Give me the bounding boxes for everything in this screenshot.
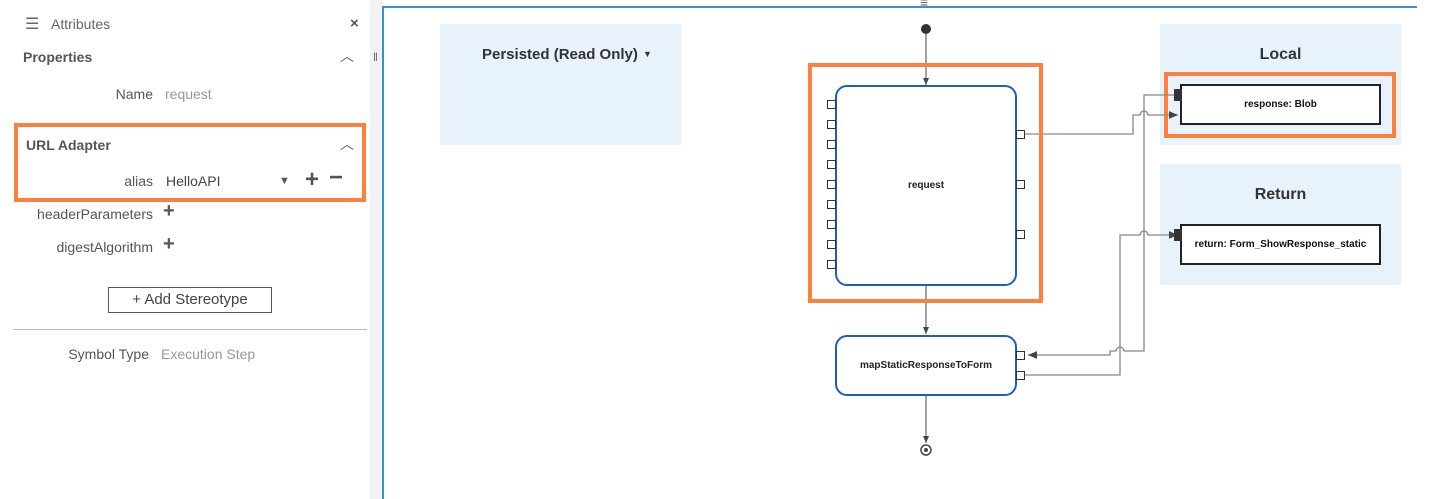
response-object[interactable]: response: Blob xyxy=(1180,84,1381,125)
port[interactable] xyxy=(827,100,836,109)
alias-label: alias xyxy=(124,173,153,189)
symbol-type-value: Execution Step xyxy=(161,346,256,362)
header-parameters-label: headerParameters xyxy=(37,206,153,222)
port[interactable] xyxy=(1016,180,1025,189)
port[interactable] xyxy=(827,260,836,269)
divider xyxy=(13,329,367,330)
add-icon[interactable]: + xyxy=(163,233,175,255)
end-node xyxy=(920,444,932,456)
chevron-up-icon[interactable]: ︿ xyxy=(340,48,354,64)
remove-icon[interactable]: − xyxy=(329,164,344,191)
canvas-top-border xyxy=(382,6,1417,8)
dropdown-arrow-icon[interactable]: ▼ xyxy=(279,175,290,187)
port[interactable] xyxy=(827,180,836,189)
response-highlight xyxy=(1164,72,1396,138)
port[interactable] xyxy=(1016,371,1025,380)
request-node[interactable]: request xyxy=(835,85,1017,286)
chevron-up-icon[interactable]: ︿ xyxy=(340,136,354,152)
port[interactable] xyxy=(827,240,836,249)
port[interactable] xyxy=(827,120,836,129)
attributes-panel: ☰ Attributes × Properties ︿ Name request… xyxy=(0,0,370,499)
start-node xyxy=(921,24,931,34)
canvas-left-border xyxy=(382,6,384,499)
persisted-title[interactable]: Persisted (Read Only) xyxy=(482,46,638,63)
port[interactable] xyxy=(1016,351,1025,360)
map-static-response-node[interactable]: mapStaticResponseToForm xyxy=(835,335,1017,396)
add-stereotype-button[interactable]: + Add Stereotype xyxy=(108,287,272,313)
request-highlight xyxy=(808,63,1043,303)
port[interactable] xyxy=(827,220,836,229)
return-title: Return xyxy=(1254,186,1307,203)
digest-algorithm-label: digestAlgorithm xyxy=(56,239,154,255)
resize-handle[interactable]: ‖ xyxy=(370,0,382,499)
alias-select[interactable]: HelloAPI xyxy=(166,173,221,189)
url-adapter-highlight xyxy=(14,123,366,202)
port[interactable] xyxy=(1016,130,1025,139)
port[interactable] xyxy=(827,200,836,209)
drag-handle-icon[interactable]: ≡ xyxy=(920,0,929,10)
add-icon[interactable]: + xyxy=(163,200,175,222)
dropdown-arrow-icon[interactable]: ▼ xyxy=(643,49,652,59)
port[interactable] xyxy=(1016,230,1025,239)
local-title: Local xyxy=(1259,46,1302,63)
properties-header[interactable]: Properties xyxy=(23,49,93,65)
url-adapter-header[interactable]: URL Adapter xyxy=(26,137,111,153)
port[interactable] xyxy=(827,160,836,169)
persisted-pane: Persisted (Read Only) ▼ xyxy=(440,24,681,145)
symbol-type-label: Symbol Type xyxy=(68,346,149,362)
name-label: Name xyxy=(115,86,153,102)
port[interactable] xyxy=(827,140,836,149)
name-value[interactable]: request xyxy=(165,86,212,102)
panel-title: Attributes xyxy=(51,16,111,32)
add-icon[interactable]: + xyxy=(305,166,320,193)
return-object[interactable]: return: Form_ShowResponse_static xyxy=(1180,224,1381,265)
close-icon[interactable]: × xyxy=(350,15,359,32)
list-icon: ☰ xyxy=(25,16,40,33)
